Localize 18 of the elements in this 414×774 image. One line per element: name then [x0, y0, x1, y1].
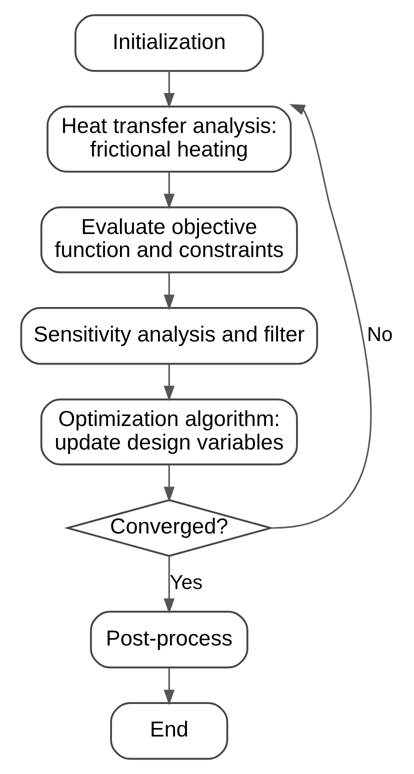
arrow	[272, 104, 372, 529]
arrow	[163, 71, 174, 108]
arrow	[163, 464, 174, 502]
edge-label: No	[366, 324, 392, 346]
arrow	[163, 556, 174, 614]
node-box: Evaluate objective function and constraints	[40, 206, 298, 274]
arrow	[163, 668, 174, 706]
node-box: End	[110, 702, 228, 760]
node-box: Post-process	[89, 610, 248, 668]
arrow	[163, 172, 174, 210]
edge-label: Yes	[169, 572, 202, 594]
arrow	[163, 364, 174, 402]
node-box: Initialization	[74, 14, 264, 72]
arrow	[163, 272, 174, 310]
node-box: Heat transfer analysis: frictional heating	[46, 106, 292, 173]
node-diamond: Converged?	[64, 499, 274, 557]
node-box: Optimization algorithm: update design variables	[40, 398, 298, 466]
node-box: Sensitivity analysis and filter	[20, 307, 318, 365]
